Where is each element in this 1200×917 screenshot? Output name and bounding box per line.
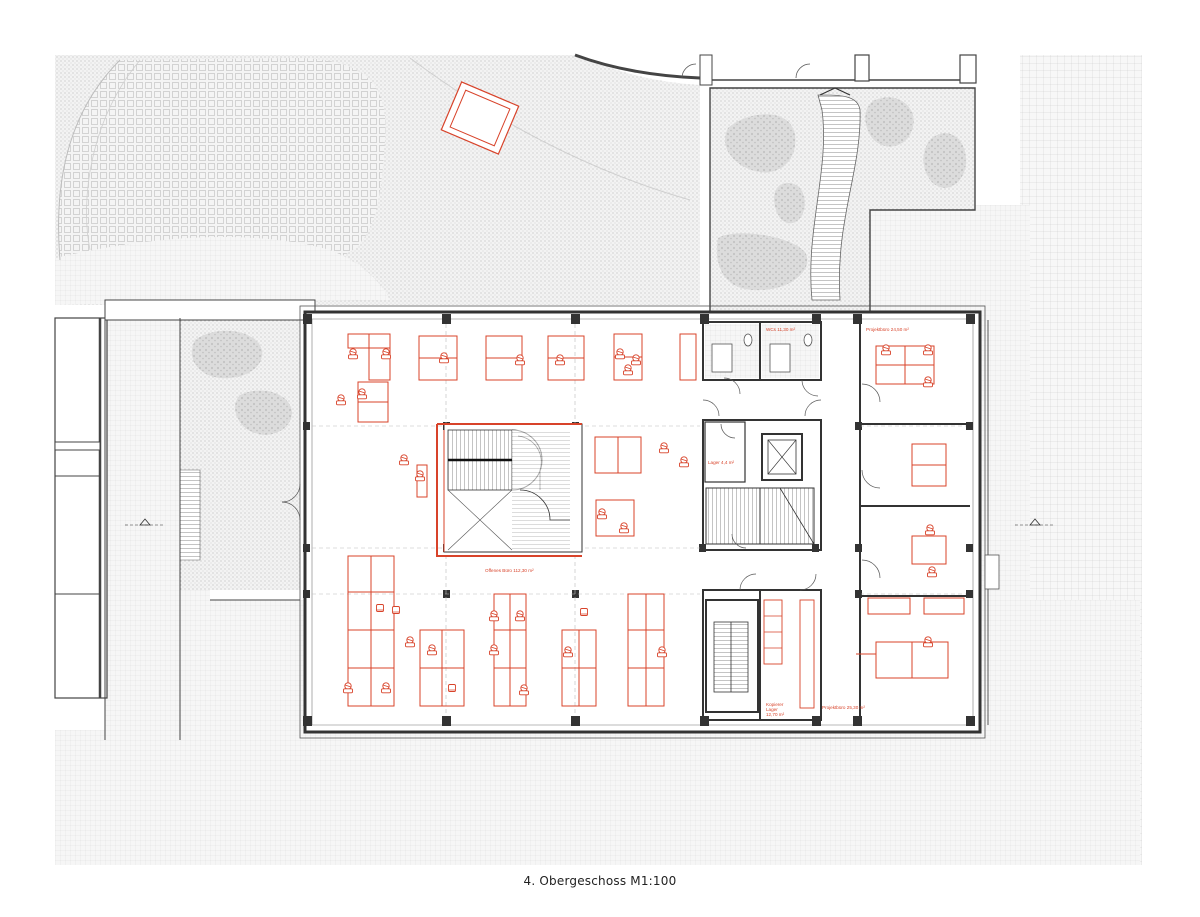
stairwell-lower <box>705 599 759 713</box>
svg-text:Projektbüro 25,30 m²: Projektbüro 25,30 m² <box>822 705 865 710</box>
svg-text:Projektbüro 24,50 m²: Projektbüro 24,50 m² <box>866 327 909 332</box>
svg-text:Lager 4,4 m²: Lager 4,4 m² <box>708 460 735 465</box>
open-office-label: Offenes Büro <box>485 568 512 573</box>
project-office-top-label: Projektbüro <box>866 327 890 332</box>
copier-label: Kopierer <box>766 702 784 707</box>
svg-text:12,70 m²: 12,70 m² <box>766 712 785 717</box>
svg-text:Lager: Lager <box>766 707 778 712</box>
central-staircase <box>436 423 583 557</box>
storage-label: Lager <box>708 460 720 465</box>
building-floor: WCs 11,30 m² Projektbüro 24,50 m² Offene… <box>281 305 1000 739</box>
svg-text:Offenes Büro 112,30 m²: Offenes Büro 112,30 m² <box>485 568 534 573</box>
project-office-bottom-label: Projektbüro <box>822 705 846 710</box>
svg-text:WCs 11,30 m²: WCs 11,30 m² <box>766 327 795 332</box>
wc-block <box>705 324 819 397</box>
garden-pavilion <box>440 81 520 155</box>
wc-label: WCs <box>766 327 777 332</box>
plan-caption: 4. Obergeschoss M1:100 <box>523 874 677 888</box>
room-labels: WCs 11,30 m² Projektbüro 24,50 m² Offene… <box>485 327 909 717</box>
elevator <box>761 433 803 481</box>
furniture <box>347 333 965 707</box>
